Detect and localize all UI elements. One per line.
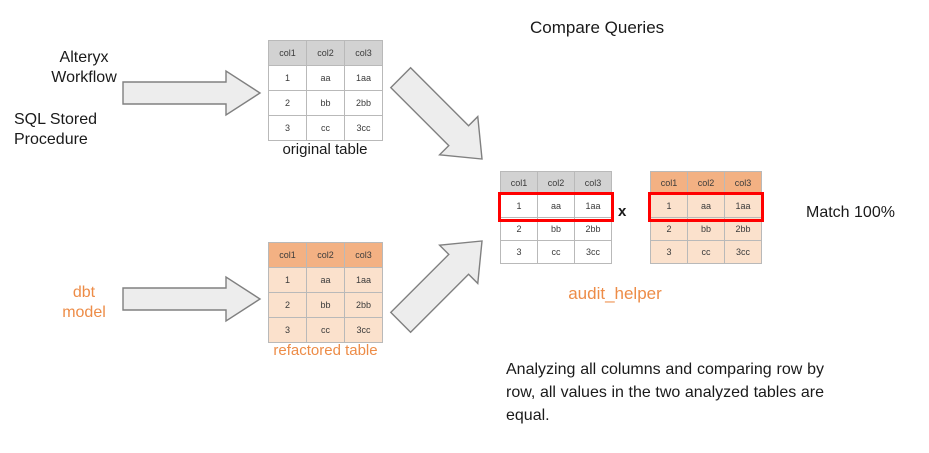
table-cell: cc <box>537 240 575 264</box>
table-header-cell: col2 <box>537 171 575 195</box>
table-cell: 1 <box>268 267 307 293</box>
arrow-dbt-to-refactored-icon <box>122 275 262 323</box>
table-cell: 3 <box>650 240 688 264</box>
caption-match-percentage: Match 100% <box>806 204 895 221</box>
table-original: col1 col2 col3 1 aa 1aa 2 bb 2bb 3 cc 3c… <box>268 40 383 141</box>
table-header-cell: col2 <box>306 40 345 66</box>
table-refactored: col1 col2 col3 1 aa 1aa 2 bb 2bb 3 cc 3c… <box>268 242 383 343</box>
table-cell: 3cc <box>724 240 762 264</box>
table-cell: 3cc <box>574 240 612 264</box>
table-header-cell: col1 <box>268 40 307 66</box>
arrow-refactored-to-compare-icon <box>378 224 504 340</box>
table-row: 2 bb 2bb <box>650 217 762 241</box>
table-header-cell: col3 <box>724 171 762 195</box>
table-header-cell: col1 <box>268 242 307 268</box>
table-cell: 2bb <box>344 292 383 318</box>
table-header-cell: col3 <box>574 171 612 195</box>
source-label-sql-stored-procedure: SQL Stored Procedure <box>14 111 98 148</box>
table-header-cell: col2 <box>687 171 725 195</box>
table-cell: 3cc <box>344 115 383 141</box>
summary-paragraph: Analyzing all columns and comparing row … <box>506 358 824 427</box>
table-header-row: col1 col2 col3 <box>268 40 383 66</box>
table-cell: cc <box>306 317 345 343</box>
table-row: 1 aa 1aa <box>650 194 762 218</box>
table-cell: 2 <box>268 292 307 318</box>
table-row: 2 bb 2bb <box>268 90 383 116</box>
table-cell: 2bb <box>344 90 383 116</box>
table-cell: 1aa <box>344 267 383 293</box>
table-cell: 3 <box>500 240 538 264</box>
table-cell: aa <box>306 267 345 293</box>
arrow-original-to-compare-icon <box>378 60 504 176</box>
summary-paragraph-text: Analyzing all columns and comparing row … <box>506 361 824 424</box>
comparison-operator-symbol: x <box>618 203 627 220</box>
table-row: 3 cc 3cc <box>268 115 383 141</box>
table-cell: 2 <box>500 217 538 241</box>
table-cell: 3 <box>268 317 307 343</box>
table-header-cell: col1 <box>650 171 688 195</box>
table-cell: 2bb <box>574 217 612 241</box>
caption-original-table: original table <box>282 141 368 158</box>
diagram-title: Compare Queries <box>530 18 665 37</box>
table-cell: 1aa <box>574 194 612 218</box>
table-cell: aa <box>537 194 575 218</box>
table-header-cell: col1 <box>500 171 538 195</box>
table-header-row: col1 col2 col3 <box>500 171 612 195</box>
table-cell: 2 <box>650 217 688 241</box>
table-cell: bb <box>687 217 725 241</box>
source-label-alteryx-workflow: Alteryx Workflow <box>51 49 117 86</box>
table-cell: bb <box>306 292 345 318</box>
caption-audit-helper: audit_helper <box>568 284 662 303</box>
arrow-alteryx-to-original-icon <box>122 69 262 117</box>
table-cell: 1aa <box>344 65 383 91</box>
table-cell: 2 <box>268 90 307 116</box>
table-cell: bb <box>306 90 345 116</box>
table-row: 1 aa 1aa <box>268 65 383 91</box>
table-header-row: col1 col2 col3 <box>650 171 762 195</box>
table-cell: 2bb <box>724 217 762 241</box>
table-row: 3 cc 3cc <box>268 317 383 343</box>
table-row: 1 aa 1aa <box>500 194 612 218</box>
table-cell: cc <box>306 115 345 141</box>
table-cell: aa <box>306 65 345 91</box>
table-cell: 1 <box>650 194 688 218</box>
table-row: 3 cc 3cc <box>500 240 612 264</box>
table-row: 1 aa 1aa <box>268 267 383 293</box>
table-cell: 1aa <box>724 194 762 218</box>
table-cell: 1 <box>268 65 307 91</box>
table-cell: 1 <box>500 194 538 218</box>
table-compare-refactored: col1 col2 col3 1 aa 1aa 2 bb 2bb 3 cc 3c… <box>650 171 762 264</box>
table-cell: bb <box>537 217 575 241</box>
table-cell: cc <box>687 240 725 264</box>
source-label-dbt-model: dbt model <box>62 284 106 321</box>
table-compare-original: col1 col2 col3 1 aa 1aa 2 bb 2bb 3 cc 3c… <box>500 171 612 264</box>
table-cell: 3cc <box>344 317 383 343</box>
table-header-row: col1 col2 col3 <box>268 242 383 268</box>
table-header-cell: col3 <box>344 242 383 268</box>
table-cell: aa <box>687 194 725 218</box>
table-row: 2 bb 2bb <box>500 217 612 241</box>
table-header-cell: col3 <box>344 40 383 66</box>
caption-refactored-table: refactored table <box>273 342 378 359</box>
table-row: 2 bb 2bb <box>268 292 383 318</box>
table-header-cell: col2 <box>306 242 345 268</box>
table-row: 3 cc 3cc <box>650 240 762 264</box>
table-cell: 3 <box>268 115 307 141</box>
